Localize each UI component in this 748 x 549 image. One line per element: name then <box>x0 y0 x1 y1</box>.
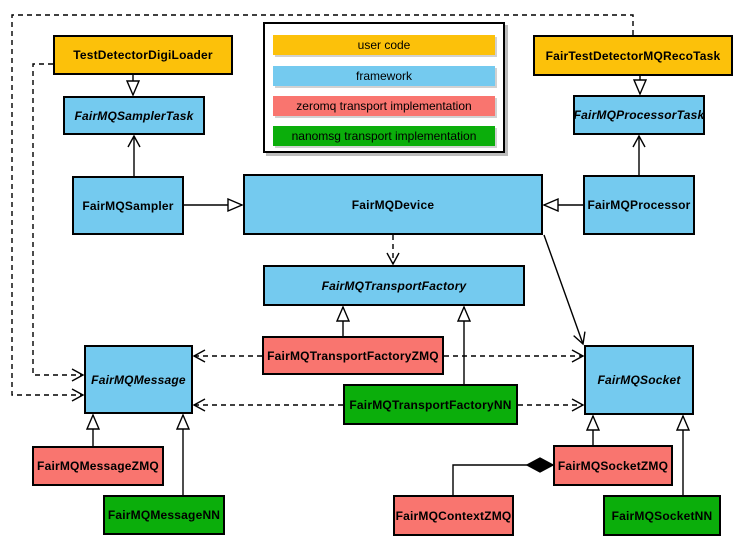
node-label: FairTestDetectorMQRecoTask <box>545 48 721 63</box>
node-fairmqtransportfactory: FairMQTransportFactory <box>263 265 525 306</box>
node-label: TestDetectorDigiLoader <box>73 48 213 62</box>
node-fairmqsocketzmq: FairMQSocketZMQ <box>553 445 673 486</box>
node-fairmqprocessortask: FairMQProcessorTask <box>573 95 705 135</box>
node-label: FairMQSocketZMQ <box>557 458 669 473</box>
legend-label: zeromq transport implementation <box>296 99 472 113</box>
node-label: FairMQSampler <box>82 198 174 213</box>
node-label: FairMQContextZMQ <box>395 508 512 523</box>
node-fairmqsocketnn: FairMQSocketNN <box>603 495 721 536</box>
legend-item-nanomsg: nanomsg transport implementation <box>273 126 495 146</box>
edge-contextzmq-socketzmq <box>452 464 527 495</box>
node-fairmqsocket: FairMQSocket <box>584 345 694 415</box>
node-fairmqsamplertask: FairMQSamplerTask <box>63 96 205 135</box>
node-label: FairMQMessage <box>91 372 186 387</box>
legend-label: nanomsg transport implementation <box>291 129 477 143</box>
legend-item-user-code: user code <box>273 35 495 55</box>
node-label: FairMQSocketNN <box>611 508 713 523</box>
node-label: FairMQProcessorTask <box>573 108 705 122</box>
node-fairmqtransportfactorynn: FairMQTransportFactoryNN <box>343 384 518 425</box>
legend-item-framework: framework <box>273 66 495 86</box>
node-label: FairMQMessageZMQ <box>37 459 159 473</box>
node-label: FairMQTransportFactory <box>321 278 467 293</box>
node-fairmqmessage: FairMQMessage <box>84 345 193 414</box>
legend-label: user code <box>357 38 411 52</box>
node-label: FairMQDevice <box>351 197 435 212</box>
node-label: FairMQTransportFactoryZMQ <box>267 348 439 363</box>
node-label: FairMQMessageNN <box>107 508 221 522</box>
node-fairmqprocessor: FairMQProcessor <box>583 175 695 235</box>
node-fairmqdevice: FairMQDevice <box>243 174 543 235</box>
node-fairmqmessagezmq: FairMQMessageZMQ <box>32 446 164 486</box>
edge-recotask-message <box>11 14 634 402</box>
legend: user code framework zeromq transport imp… <box>263 22 505 153</box>
node-fairmqtransportfactoryzmq: FairMQTransportFactoryZMQ <box>262 336 444 375</box>
node-label: FairMQProcessor <box>587 198 691 212</box>
edge-device-socket <box>543 234 586 346</box>
node-label: FairMQTransportFactoryNN <box>349 397 512 412</box>
legend-item-zeromq: zeromq transport implementation <box>273 96 495 116</box>
node-label: FairMQSamplerTask <box>74 108 194 123</box>
node-label: FairMQSocket <box>597 373 681 387</box>
node-fairtestdetectormqrecotask: FairTestDetectorMQRecoTask <box>533 35 733 76</box>
edge-digiloader-message <box>32 63 85 382</box>
node-fairmqcontextzmq: FairMQContextZMQ <box>393 495 514 536</box>
legend-label: framework <box>355 69 412 83</box>
node-fairmqsampler: FairMQSampler <box>72 176 184 235</box>
composition-diamond <box>525 457 555 473</box>
node-fairmqmessagenn: FairMQMessageNN <box>103 495 225 535</box>
node-testdetectordigiloader: TestDetectorDigiLoader <box>53 35 233 75</box>
